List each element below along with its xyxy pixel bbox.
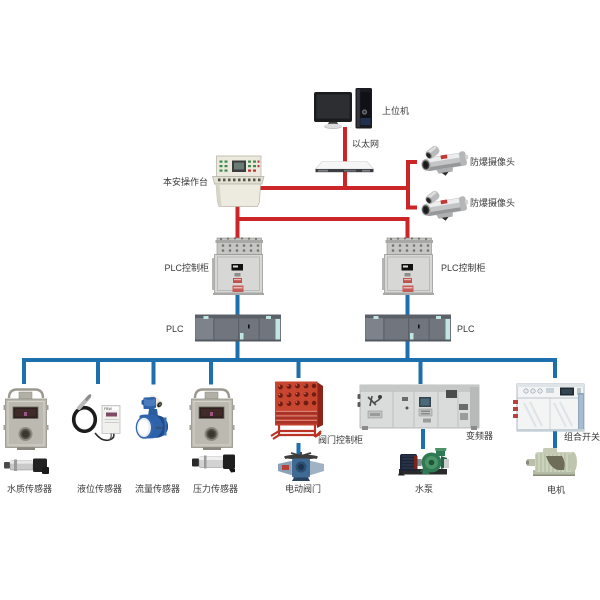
svg-text:电动阀门: 电动阀门 [285, 483, 321, 494]
svg-text:水质传感器: 水质传感器 [7, 483, 52, 494]
svg-text:FBW: FBW [104, 407, 112, 411]
svg-text:PLC: PLC [166, 324, 184, 334]
svg-text:水泵: 水泵 [415, 483, 433, 494]
svg-text:上位机: 上位机 [382, 105, 409, 116]
svg-text:防爆摄像头: 防爆摄像头 [470, 156, 515, 167]
svg-text:PLC: PLC [457, 324, 475, 334]
svg-text:以太网: 以太网 [352, 138, 379, 149]
svg-text:PLC控制柜: PLC控制柜 [441, 262, 486, 273]
svg-text:电机: 电机 [547, 484, 565, 495]
svg-text:MAG: MAG [156, 426, 164, 430]
svg-text:流量传感器: 流量传感器 [135, 483, 180, 494]
svg-text:压力传感器: 压力传感器 [193, 483, 238, 494]
svg-text:液位传感器: 液位传感器 [77, 483, 122, 494]
svg-text:防爆摄像头: 防爆摄像头 [470, 197, 515, 208]
svg-text:变频器: 变频器 [466, 430, 493, 441]
svg-text:本安操作台: 本安操作台 [163, 176, 208, 187]
svg-text:PLC控制柜: PLC控制柜 [164, 262, 209, 273]
svg-text:组合开关: 组合开关 [564, 431, 600, 442]
svg-text:阀门控制柜: 阀门控制柜 [318, 434, 363, 445]
